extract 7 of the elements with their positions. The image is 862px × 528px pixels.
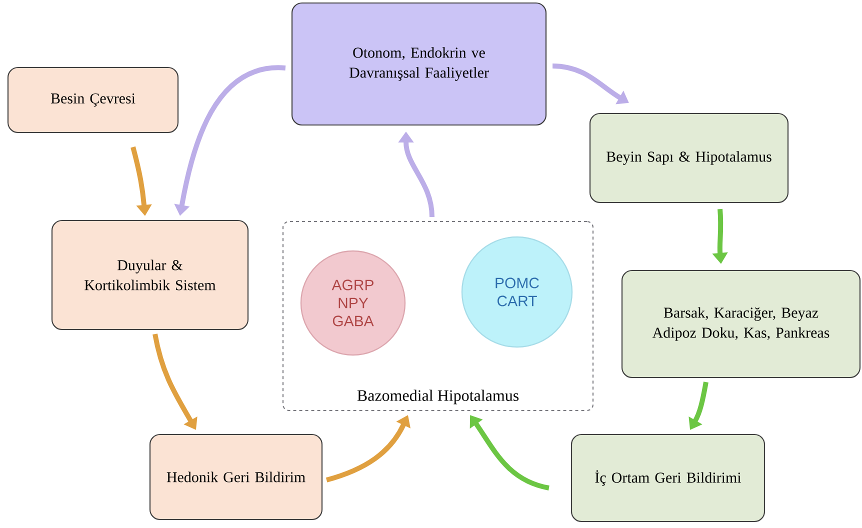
process-box: Besin Çevresi	[7, 66, 179, 134]
process-box: Otonom, Endokrin ve Davranışsal Faaliyetler	[291, 2, 547, 126]
process-box: İç Ortam Geri Bildirimi	[570, 434, 766, 522]
process-box: Hedonik Geri Bildirim	[149, 434, 323, 520]
process-box: Beyin Sapı & Hipotalamus	[589, 112, 789, 204]
process-box: Duyular & Kortikolimbik Sistem	[51, 220, 249, 330]
process-box: Barsak, Karaciğer, Beyaz Adipoz Doku, Kas, Pankreas	[621, 270, 861, 378]
